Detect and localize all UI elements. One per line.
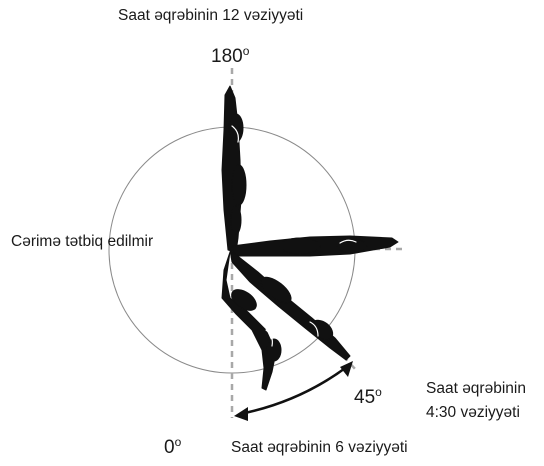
arrow-head-right bbox=[340, 361, 353, 377]
arm-position-down bbox=[221, 251, 282, 391]
arm-position-180 bbox=[221, 85, 247, 253]
degree-mark-0: o bbox=[174, 435, 182, 449]
arm-position-45 bbox=[229, 249, 351, 361]
degree-mark-180: o bbox=[242, 44, 250, 58]
bottom-caption-6-oclock: Saat əqrəbinin 6 vəziyyəti bbox=[231, 439, 408, 456]
degree-label-0: 0o bbox=[164, 431, 181, 459]
degree-label-180: 180o bbox=[211, 40, 249, 68]
arrow-head-left bbox=[234, 407, 248, 421]
range-arrow bbox=[234, 361, 353, 421]
right-caption-line1: Saat əqrəbinin bbox=[426, 380, 526, 397]
no-penalty-caption: Cərimə tətbiq edilmir bbox=[11, 233, 154, 250]
degree-value-180: 180 bbox=[211, 46, 243, 67]
right-caption-line2: 4:30 vəziyyəti bbox=[426, 404, 520, 421]
degree-value-0: 0 bbox=[164, 437, 175, 458]
arm-position-90 bbox=[231, 235, 399, 257]
degree-mark-45: o bbox=[375, 385, 382, 399]
top-caption-12-oclock: Saat əqrəbinin 12 vəziyyəti bbox=[118, 7, 304, 24]
range-arc bbox=[239, 364, 349, 416]
degree-label-45: 45o bbox=[354, 381, 382, 409]
degree-value-45: 45 bbox=[354, 387, 376, 408]
figure-silhouettes bbox=[221, 85, 399, 391]
